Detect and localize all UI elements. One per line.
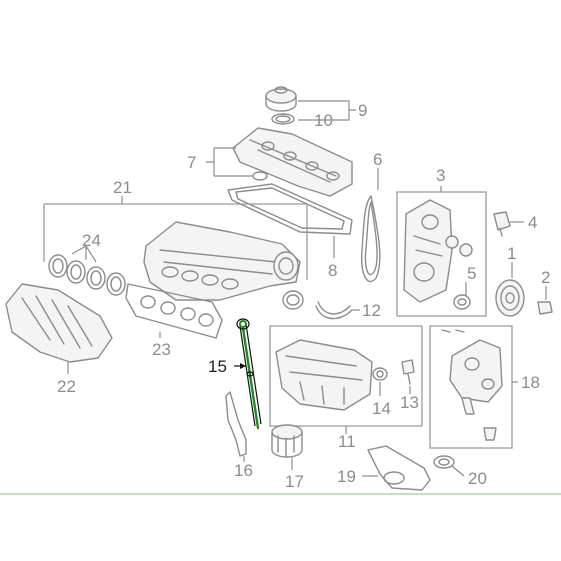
oil-pump[interactable]: [441, 329, 503, 441]
callout-11[interactable]: 11: [338, 432, 356, 451]
callout-20[interactable]: 20: [468, 469, 487, 488]
callout-4[interactable]: 4: [528, 213, 537, 232]
oil-filter[interactable]: [271, 424, 303, 458]
callout-19[interactable]: 19: [337, 467, 356, 486]
callout-14[interactable]: 14: [372, 399, 391, 418]
throttle-body-gasket[interactable]: [282, 290, 304, 310]
oil-pan-gasket-strip[interactable]: [315, 301, 353, 320]
callout-1[interactable]: 1: [507, 244, 516, 263]
dipstick-tube[interactable]: [225, 391, 247, 457]
callout-18[interactable]: 18: [521, 373, 540, 392]
group-box-18: [429, 325, 513, 449]
leader-15: [234, 363, 246, 369]
exhaust-manifold-gasket[interactable]: [125, 283, 223, 339]
group-box-11: [269, 325, 423, 427]
filler-cap-gasket[interactable]: [271, 113, 295, 125]
drain-plug[interactable]: [401, 359, 415, 385]
callout-9[interactable]: 9: [358, 101, 367, 120]
intake-port-gaskets[interactable]: [48, 254, 126, 296]
callout-8[interactable]: 8: [328, 261, 337, 280]
callout-3[interactable]: 3: [436, 166, 445, 185]
leader-20: [451, 465, 465, 477]
callout-24[interactable]: 24: [82, 231, 101, 250]
cover-plug[interactable]: [445, 235, 473, 257]
callout-12[interactable]: 12: [362, 301, 381, 320]
callout-17[interactable]: 17: [285, 472, 304, 491]
leader-9-10: [298, 100, 356, 121]
exhaust-manifold[interactable]: [5, 283, 113, 363]
callout-10[interactable]: 10: [314, 111, 333, 130]
oil-pan[interactable]: [275, 339, 373, 411]
timing-chain-cover[interactable]: [403, 199, 453, 303]
callout-21[interactable]: 21: [113, 178, 132, 197]
group-box-21: [44, 203, 308, 280]
callout-13[interactable]: 13: [400, 393, 419, 412]
callout-16[interactable]: 16: [234, 461, 253, 480]
callout-23[interactable]: 23: [152, 340, 171, 359]
valve-cover-gasket[interactable]: [227, 183, 353, 235]
leader-7: [206, 147, 252, 177]
oil-dipstick[interactable]: [236, 318, 262, 430]
callout-22[interactable]: 22: [57, 377, 76, 396]
callout-2[interactable]: 2: [541, 268, 550, 287]
valve-cover-seal[interactable]: [252, 171, 268, 181]
group-box-3: [396, 191, 487, 317]
pulley-bolt[interactable]: [537, 301, 553, 315]
callout-15[interactable]: 15: [208, 357, 227, 376]
oil-filler-cap[interactable]: [265, 86, 297, 112]
cover-bolt[interactable]: [493, 211, 511, 237]
crankshaft-oil-seal[interactable]: [453, 294, 471, 310]
oil-strainer[interactable]: [367, 445, 431, 491]
callout-6[interactable]: 6: [373, 150, 382, 169]
intake-manifold[interactable]: [143, 221, 301, 301]
callout-7[interactable]: 7: [187, 153, 196, 172]
crankshaft-pulley[interactable]: [495, 279, 525, 317]
callout-5[interactable]: 5: [467, 264, 476, 283]
timing-chain[interactable]: [360, 195, 381, 283]
valve-cover[interactable]: [232, 127, 353, 197]
drain-plug-washer[interactable]: [372, 367, 388, 381]
strainer-gasket[interactable]: [433, 455, 455, 469]
